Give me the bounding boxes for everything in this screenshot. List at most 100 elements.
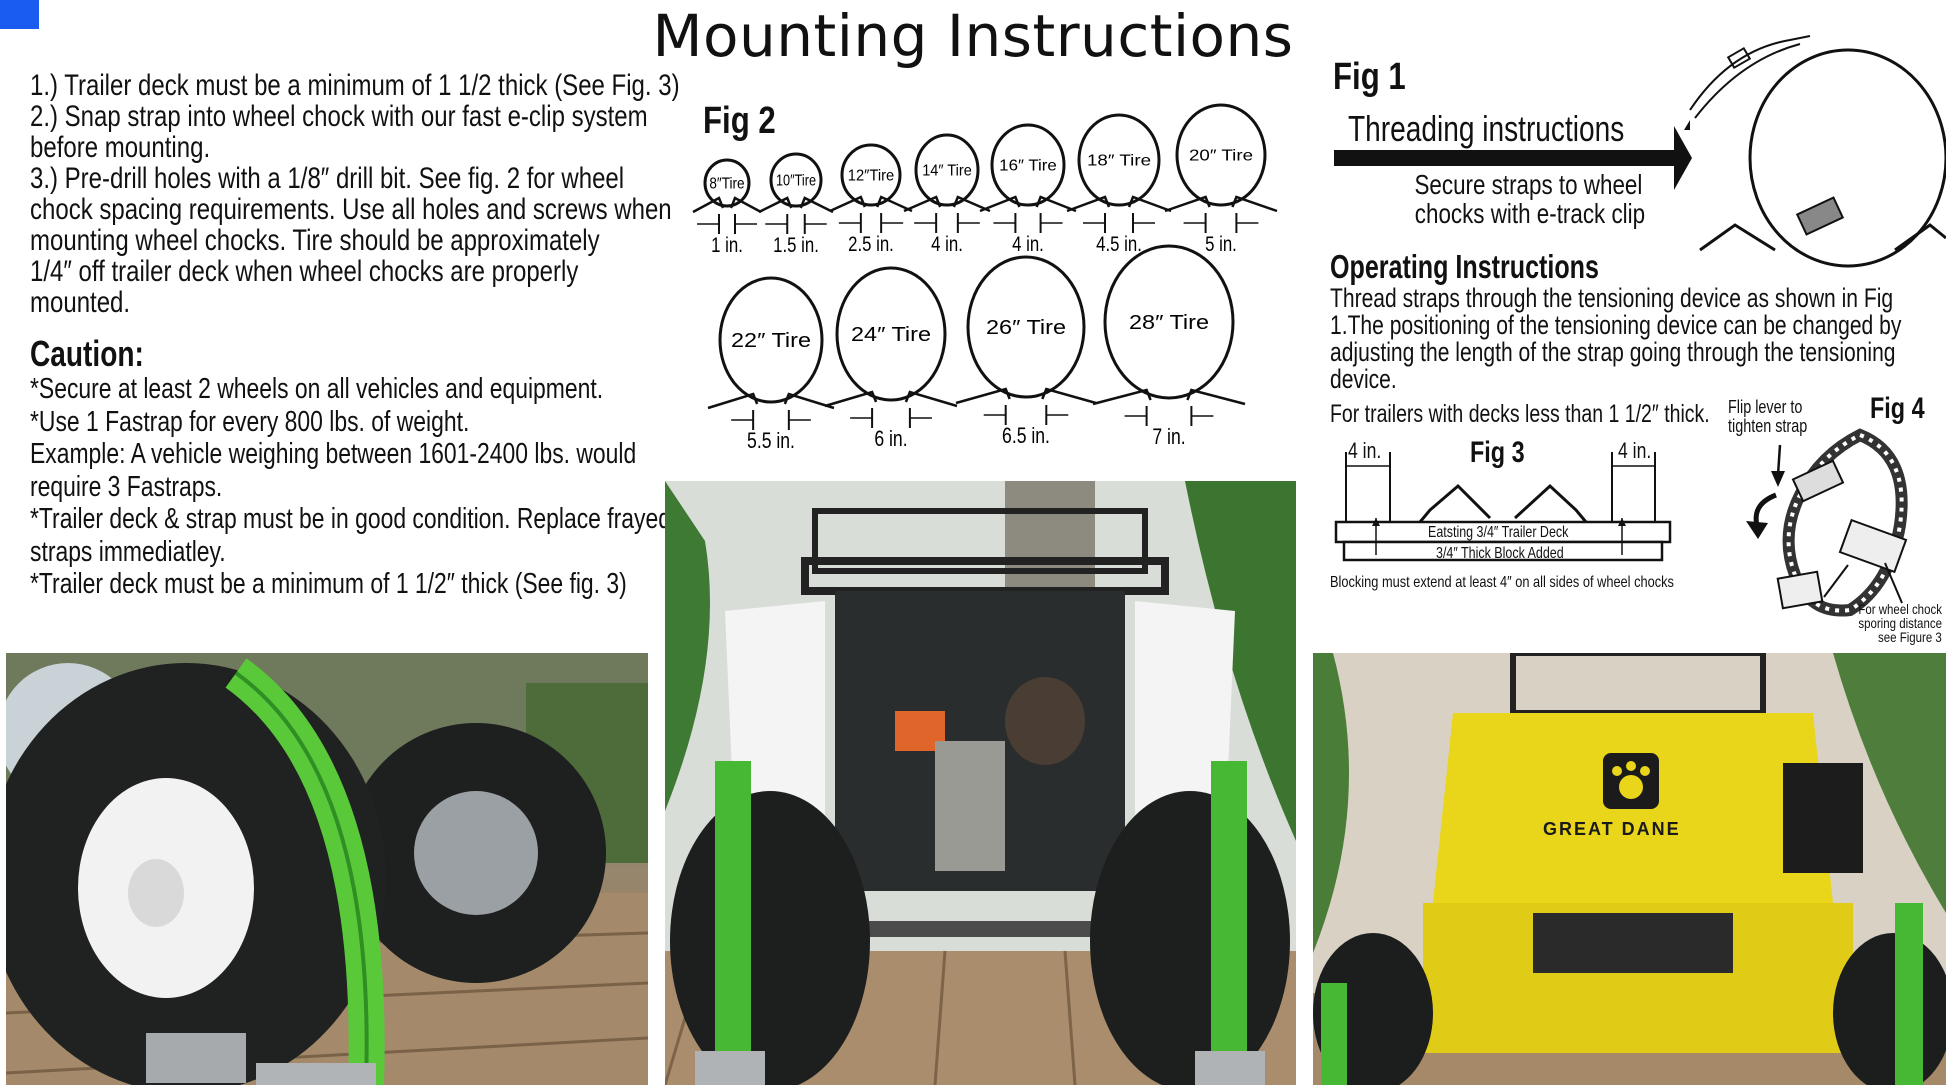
fig3-right-dim-text: 4 in. xyxy=(1618,438,1652,463)
chock-left xyxy=(692,196,725,214)
chock-left xyxy=(758,196,793,214)
mower-brand: GREAT DANE xyxy=(1543,819,1681,839)
tire-size-label: 10″Tire xyxy=(776,173,816,190)
fig3-footer-text: Blocking must extend at least 4″ on all … xyxy=(1330,574,1674,591)
tire-outline xyxy=(703,158,751,208)
fig4-spacing-line: For wheel chock xyxy=(1858,601,1942,617)
chock-right xyxy=(952,195,991,213)
tire-outline xyxy=(840,143,902,207)
tire-size-label: 24″ Tire xyxy=(851,324,931,346)
fig1-label: Fig 1 xyxy=(1333,56,1422,99)
page-title: Mounting Instructions xyxy=(652,2,1294,70)
operating-line: adjusting the length of the strap going … xyxy=(1330,337,1896,367)
chock-left xyxy=(955,387,1011,405)
chock-right xyxy=(729,196,762,214)
caution-line: require 3 Fastraps. xyxy=(30,470,223,503)
atv-side-wheel-illustration xyxy=(6,653,648,1085)
fig4-lever-line: tighten strap xyxy=(1728,416,1808,436)
caution-heading: Caution: xyxy=(30,333,176,375)
chock-spacing-label: 2.5 in. xyxy=(848,233,894,256)
chock-spacing-label: 1 in. xyxy=(711,234,743,257)
chock-left xyxy=(829,195,867,213)
fig2-label-text: Fig 2 xyxy=(703,100,776,142)
atv-rear-photo xyxy=(665,481,1296,1085)
chock-right xyxy=(799,196,834,214)
tire-outline xyxy=(718,276,824,404)
chock-spacing-label: 6.5 in. xyxy=(1002,424,1050,448)
operating-line: Thread straps through the tensioning dev… xyxy=(1330,283,1894,313)
fig3-label-text: Fig 3 xyxy=(1470,436,1525,469)
caution-line: *Use 1 Fastrap for every 800 lbs. of wei… xyxy=(30,405,470,438)
chock-spacing-label: 5 in. xyxy=(1205,233,1237,256)
mower-illustration xyxy=(1313,653,1946,1085)
fig1-caption-line: chocks with e-track clip xyxy=(1414,198,1646,229)
tire-size-label: 28″ Tire xyxy=(1129,312,1209,334)
chock-left xyxy=(1092,388,1152,406)
fig3-deck-label-text: Eatsting 3/4″ Trailer Deck xyxy=(1428,524,1569,541)
chock-spacing-label: 5.5 in. xyxy=(747,429,795,453)
fig4-diagram xyxy=(1746,428,1908,617)
chock-right xyxy=(1186,388,1246,406)
fig1-caption-line: Secure straps to wheel xyxy=(1414,169,1643,200)
fig4-label-text: Fig 4 xyxy=(1870,392,1925,425)
tire-size-label: 12″Tire xyxy=(848,168,894,185)
tire-outline xyxy=(966,255,1086,399)
tire-size-label: 22″ Tire xyxy=(731,330,811,352)
step-line: 1.) Trailer deck must be a minimum of 1 … xyxy=(30,69,680,102)
mower-photo: GREAT DANE xyxy=(1313,653,1946,1085)
chock-left xyxy=(1066,195,1111,213)
operating-text: Thread straps through the tensioning dev… xyxy=(1330,285,1946,393)
chock-left xyxy=(707,392,759,410)
chock-right xyxy=(1035,195,1077,213)
chock-right xyxy=(1231,195,1278,213)
threading-heading: Threading instructions xyxy=(1348,108,1702,150)
operating-heading: Operating Instructions xyxy=(1330,248,1684,286)
step-line: 2.) Snap strap into wheel chock with our… xyxy=(30,100,648,133)
fig4-spacing-line: see Figure 3 xyxy=(1878,629,1942,645)
step-line: chock spacing requirements. Use all hole… xyxy=(30,193,672,226)
fig3-diagram xyxy=(1334,452,1672,562)
caution-line: *Trailer deck & strap must be in good co… xyxy=(30,503,671,535)
fig3-left-dim-text: 4 in. xyxy=(1348,438,1382,463)
fig4-lever-note: Flip lever to tighten strap xyxy=(1728,398,1827,436)
chock-spacing-label: 4 in. xyxy=(1012,233,1044,256)
step-line: mounted. xyxy=(30,286,131,319)
fig4-lever-line: Flip lever to xyxy=(1728,397,1803,417)
chock-spacing-label: 4 in. xyxy=(931,233,963,256)
thin-deck-note: For trailers with decks less than 1 1/2″… xyxy=(1330,400,1817,429)
tire-outline xyxy=(990,123,1066,207)
step-line: before mounting. xyxy=(30,131,211,164)
chock-spacing-label: 4.5 in. xyxy=(1096,233,1142,256)
fig4-spacing-line: sporing distance xyxy=(1858,615,1942,631)
tire-size-label: 8″Tire xyxy=(709,176,744,193)
atv-side-wheel-photo xyxy=(6,653,648,1085)
fig2-label: Fig 2 xyxy=(703,100,792,143)
corner-marker xyxy=(0,0,39,29)
caution-list: *Secure at least 2 wheels on all vehicle… xyxy=(30,373,841,601)
chock-right xyxy=(875,195,913,213)
tire-outline xyxy=(769,152,823,208)
mounting-steps: 1.) Trailer deck must be a minimum of 1 … xyxy=(30,70,842,318)
chock-right xyxy=(783,392,835,410)
chock-spacing-label: 7 in. xyxy=(1152,425,1185,449)
operating-line: 1.The positioning of the tensioning devi… xyxy=(1330,310,1902,340)
caution-heading-text: Caution: xyxy=(30,333,144,374)
tire-outline xyxy=(914,133,980,207)
tire-outline xyxy=(1077,113,1161,207)
fig1-diagram xyxy=(1334,35,1946,268)
chock-left xyxy=(824,390,878,408)
fig3-block-label: 3/4″ Thick Block Added xyxy=(1436,545,1600,563)
caution-line: *Secure at least 2 wheels on all vehicle… xyxy=(30,373,604,405)
operating-heading-text: Operating Instructions xyxy=(1330,248,1599,285)
fig1-caption: Secure straps to wheel chocks with e-tra… xyxy=(1386,170,1645,228)
fig3-right-dim: 4 in. xyxy=(1618,438,1660,464)
tire-size-label: 20″ Tire xyxy=(1189,148,1253,165)
caution-line: straps immediatley. xyxy=(30,535,226,568)
fig3-block-label-text: 3/4″ Thick Block Added xyxy=(1436,545,1564,562)
chock-right xyxy=(1127,195,1172,213)
fig3-footer: Blocking must extend at least 4″ on all … xyxy=(1330,574,1760,592)
tire-outline xyxy=(835,266,947,402)
caution-line: Example: A vehicle weighing between 1601… xyxy=(30,438,637,470)
chock-right xyxy=(904,390,958,408)
